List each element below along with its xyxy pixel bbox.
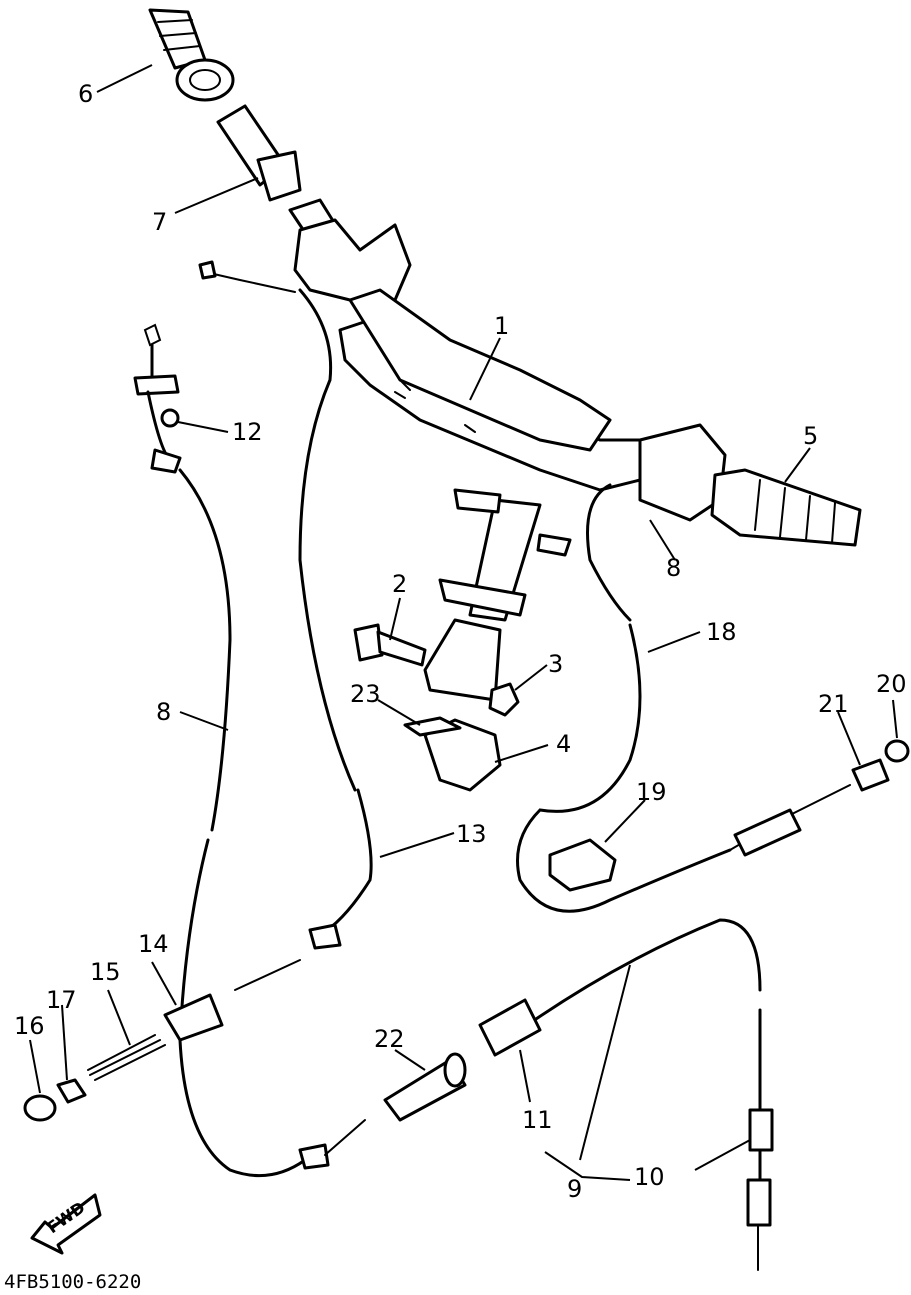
part-22-sleeve — [383, 1052, 467, 1122]
part-17-collar — [56, 1078, 87, 1104]
callout-11: 11 — [522, 1106, 553, 1134]
part-11-junction — [478, 998, 542, 1057]
part-21-collar — [851, 758, 890, 792]
drawing-code: 4FB5100-6220 — [4, 1271, 141, 1293]
callout-5: 5 — [803, 422, 818, 450]
steering-column — [423, 488, 572, 702]
callout-7: 7 — [152, 208, 167, 236]
part-18-cable — [516, 483, 732, 913]
callout-19: 19 — [636, 778, 667, 806]
part-21-adjuster-threads — [729, 784, 851, 857]
callout-9: 9 — [567, 1175, 582, 1203]
part-12-bolt — [160, 408, 180, 428]
callout-14: 14 — [138, 930, 169, 958]
callout-1: 1 — [494, 312, 509, 340]
callout-3: 3 — [548, 650, 563, 678]
part-1-handlebar — [288, 198, 727, 522]
part-9-cable — [518, 918, 762, 1122]
leader-lines — [29, 64, 898, 1181]
callout-18: 18 — [706, 618, 737, 646]
callout-23: 23 — [350, 680, 381, 708]
callout-17: 17 — [46, 986, 77, 1014]
part-4-cable-holder — [403, 716, 502, 792]
part-15-spring — [87, 1034, 166, 1081]
callout-21: 21 — [818, 690, 849, 718]
part-13-cable — [198, 260, 373, 950]
part-5-grip-right — [710, 468, 862, 547]
callout-20: 20 — [876, 670, 907, 698]
callout-15: 15 — [90, 958, 121, 986]
callout-8-left: 8 — [156, 698, 171, 726]
callout-10: 10 — [634, 1163, 665, 1191]
part-14-adjuster — [163, 959, 301, 1042]
part-16-nut — [23, 1094, 57, 1122]
part-19-connector — [548, 838, 617, 892]
fwd-arrow-icon: FWD — [30, 1193, 102, 1255]
callout-16: 16 — [14, 1012, 45, 1040]
callout-8-right: 8 — [666, 554, 681, 582]
callout-4: 4 — [556, 730, 571, 758]
part-7-throttle-sleeve — [216, 104, 302, 202]
part-8-cable-left — [178, 468, 366, 1178]
part-6-grip-left — [148, 8, 235, 102]
callout-2: 2 — [392, 570, 407, 598]
part-3-nut — [488, 682, 520, 717]
part-2-bolt — [353, 623, 427, 667]
part-20-nut — [884, 739, 910, 763]
callout-22: 22 — [374, 1025, 405, 1053]
callout-13: 13 — [456, 820, 487, 848]
cable-left-assembly — [133, 323, 182, 474]
callout-12: 12 — [232, 418, 263, 446]
callout-6: 6 — [78, 80, 93, 108]
part-10-cable-end — [746, 1108, 774, 1271]
